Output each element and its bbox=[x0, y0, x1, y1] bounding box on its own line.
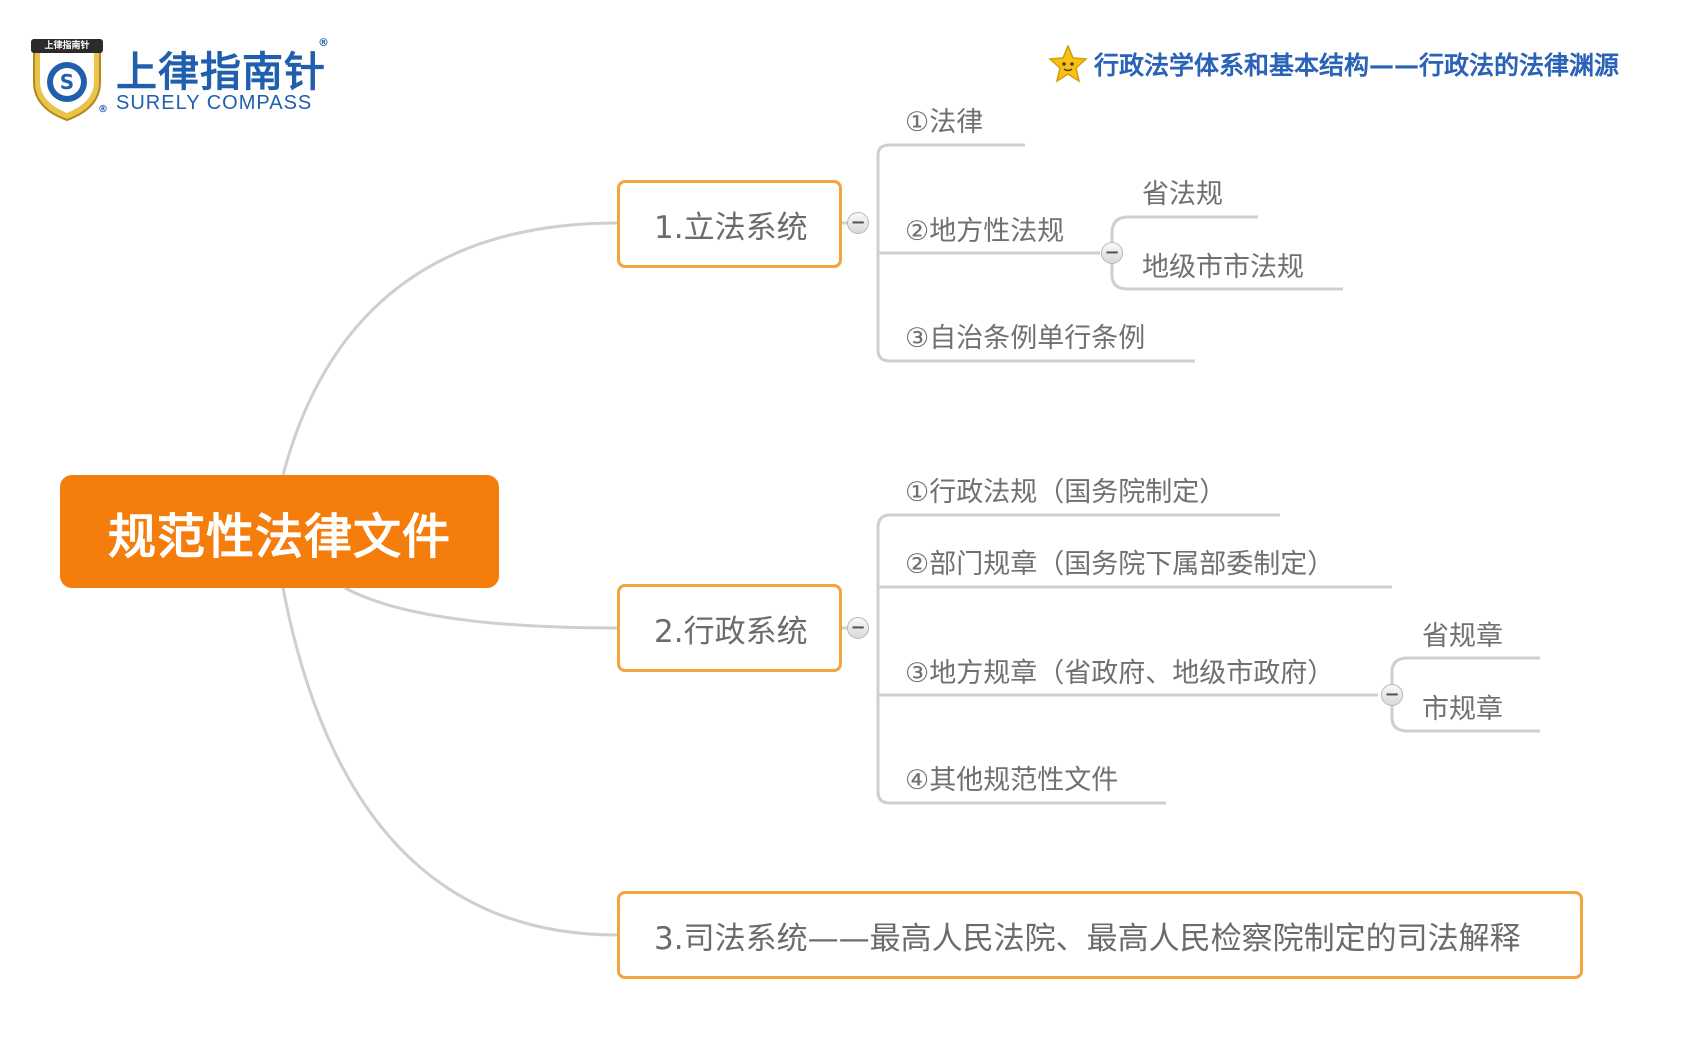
leaf-city-rules[interactable]: 市规章 bbox=[1422, 694, 1503, 725]
root-to-branch-3-line bbox=[281, 587, 618, 937]
leaf-local-rules[interactable]: ③地方规章（省政府、地级市政府） bbox=[905, 658, 1335, 689]
leaf-local-regulations[interactable]: ②地方性法规 bbox=[905, 216, 1065, 247]
branch-node-judicial[interactable]: 3.司法系统——最高人民法院、最高人民检察院制定的司法解释 bbox=[617, 891, 1583, 979]
leaf-provincial-rules[interactable]: 省规章 bbox=[1422, 621, 1503, 652]
leaf-law[interactable]: ①法律 bbox=[905, 107, 984, 138]
root-to-branch-2-line bbox=[344, 586, 618, 630]
collapse-toggle-legislative[interactable]: − bbox=[847, 212, 869, 234]
leaf-other-normative-documents[interactable]: ④其他规范性文件 bbox=[905, 765, 1119, 796]
logo: S 上律指南针 上律指南针 ® SURELY COMPASS ® bbox=[28, 36, 329, 122]
header: 行政法学体系和基本结构——行政法的法律渊源 bbox=[1048, 44, 1619, 84]
logo-name: 上律指南针 bbox=[116, 48, 326, 96]
leaf-administrative-regulations[interactable]: ①行政法规（国务院制定） bbox=[905, 477, 1227, 508]
logo-english-registered-mark: ® bbox=[98, 104, 108, 115]
star-icon bbox=[1048, 45, 1088, 83]
leaf-autonomous-regulations[interactable]: ③自治条例单行条例 bbox=[905, 323, 1146, 354]
header-title: 行政法学体系和基本结构——行政法的法律渊源 bbox=[1094, 51, 1620, 80]
branch-node-administrative[interactable]: 2.行政系统 bbox=[617, 584, 842, 672]
collapse-toggle-administrative[interactable]: − bbox=[847, 617, 869, 639]
logo-registered-mark: ® bbox=[318, 36, 329, 49]
root-to-branch-1-line bbox=[281, 221, 618, 476]
branch-node-legislative[interactable]: 1.立法系统 bbox=[617, 180, 842, 268]
branch-1-bracket-line bbox=[876, 143, 1195, 363]
collapse-toggle-local-rules[interactable]: − bbox=[1381, 684, 1403, 706]
root-label: 规范性法律文件 bbox=[107, 508, 451, 565]
collapse-toggle-local-regulations[interactable]: − bbox=[1101, 242, 1123, 264]
leaf-provincial-regulations[interactable]: 省法规 bbox=[1142, 179, 1223, 210]
logo-english: SURELY COMPASS bbox=[116, 92, 313, 114]
logo-shield-icon: S bbox=[31, 39, 103, 122]
branch-label: 1.立法系统 bbox=[654, 209, 808, 246]
leaf-city-regulations[interactable]: 地级市市法规 bbox=[1142, 252, 1304, 283]
branch-2-bracket-line bbox=[876, 513, 1392, 805]
leaf-departmental-rules[interactable]: ②部门规章（国务院下属部委制定） bbox=[905, 549, 1335, 580]
logo-shield-label: 上律指南针 bbox=[44, 41, 90, 51]
branch-label: 2.行政系统 bbox=[654, 613, 808, 650]
branch-label: 3.司法系统——最高人民法院、最高人民检察院制定的司法解释 bbox=[654, 920, 1521, 957]
root-node[interactable]: 规范性法律文件 bbox=[60, 475, 499, 588]
svg-text:S: S bbox=[60, 70, 74, 94]
